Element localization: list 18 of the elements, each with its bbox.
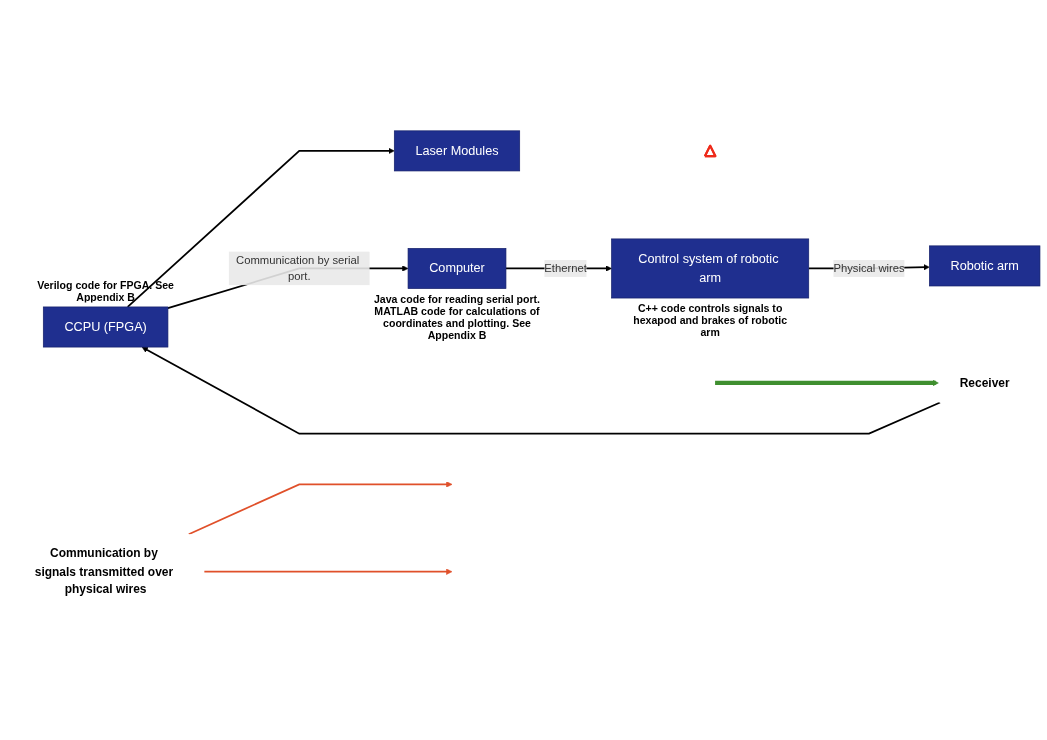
arrow xyxy=(203,568,453,575)
node-box: Computer xyxy=(407,248,507,289)
node-text: Receiver xyxy=(959,376,1010,390)
node-box: Robotic arm xyxy=(929,245,1041,287)
arrow xyxy=(187,481,453,536)
arrow xyxy=(141,346,941,435)
edge-label: Ethernet xyxy=(544,262,587,275)
node-box: CCPU (FPGA) xyxy=(42,306,169,348)
annotation-text: Java code for reading serial port. MATLAB code for calculations of coordinates and plotting. See Appendix B xyxy=(372,292,542,341)
annotation-text: C++ code controls signals to hexapod and brakes of robotic arm xyxy=(632,302,789,339)
annotation-text: Verilog code for FPGA. See Appendix B xyxy=(36,278,175,303)
arrow xyxy=(715,379,939,387)
edge-label: Physical wires xyxy=(833,262,905,275)
node-box: Laser Modules xyxy=(393,130,521,172)
node-box: Control system of robotic arm xyxy=(611,238,810,299)
edge-label: Communication by serial port. xyxy=(236,253,360,283)
arrow xyxy=(126,147,395,308)
node-text: Communication by signals transmitted over physical wires xyxy=(34,546,174,597)
